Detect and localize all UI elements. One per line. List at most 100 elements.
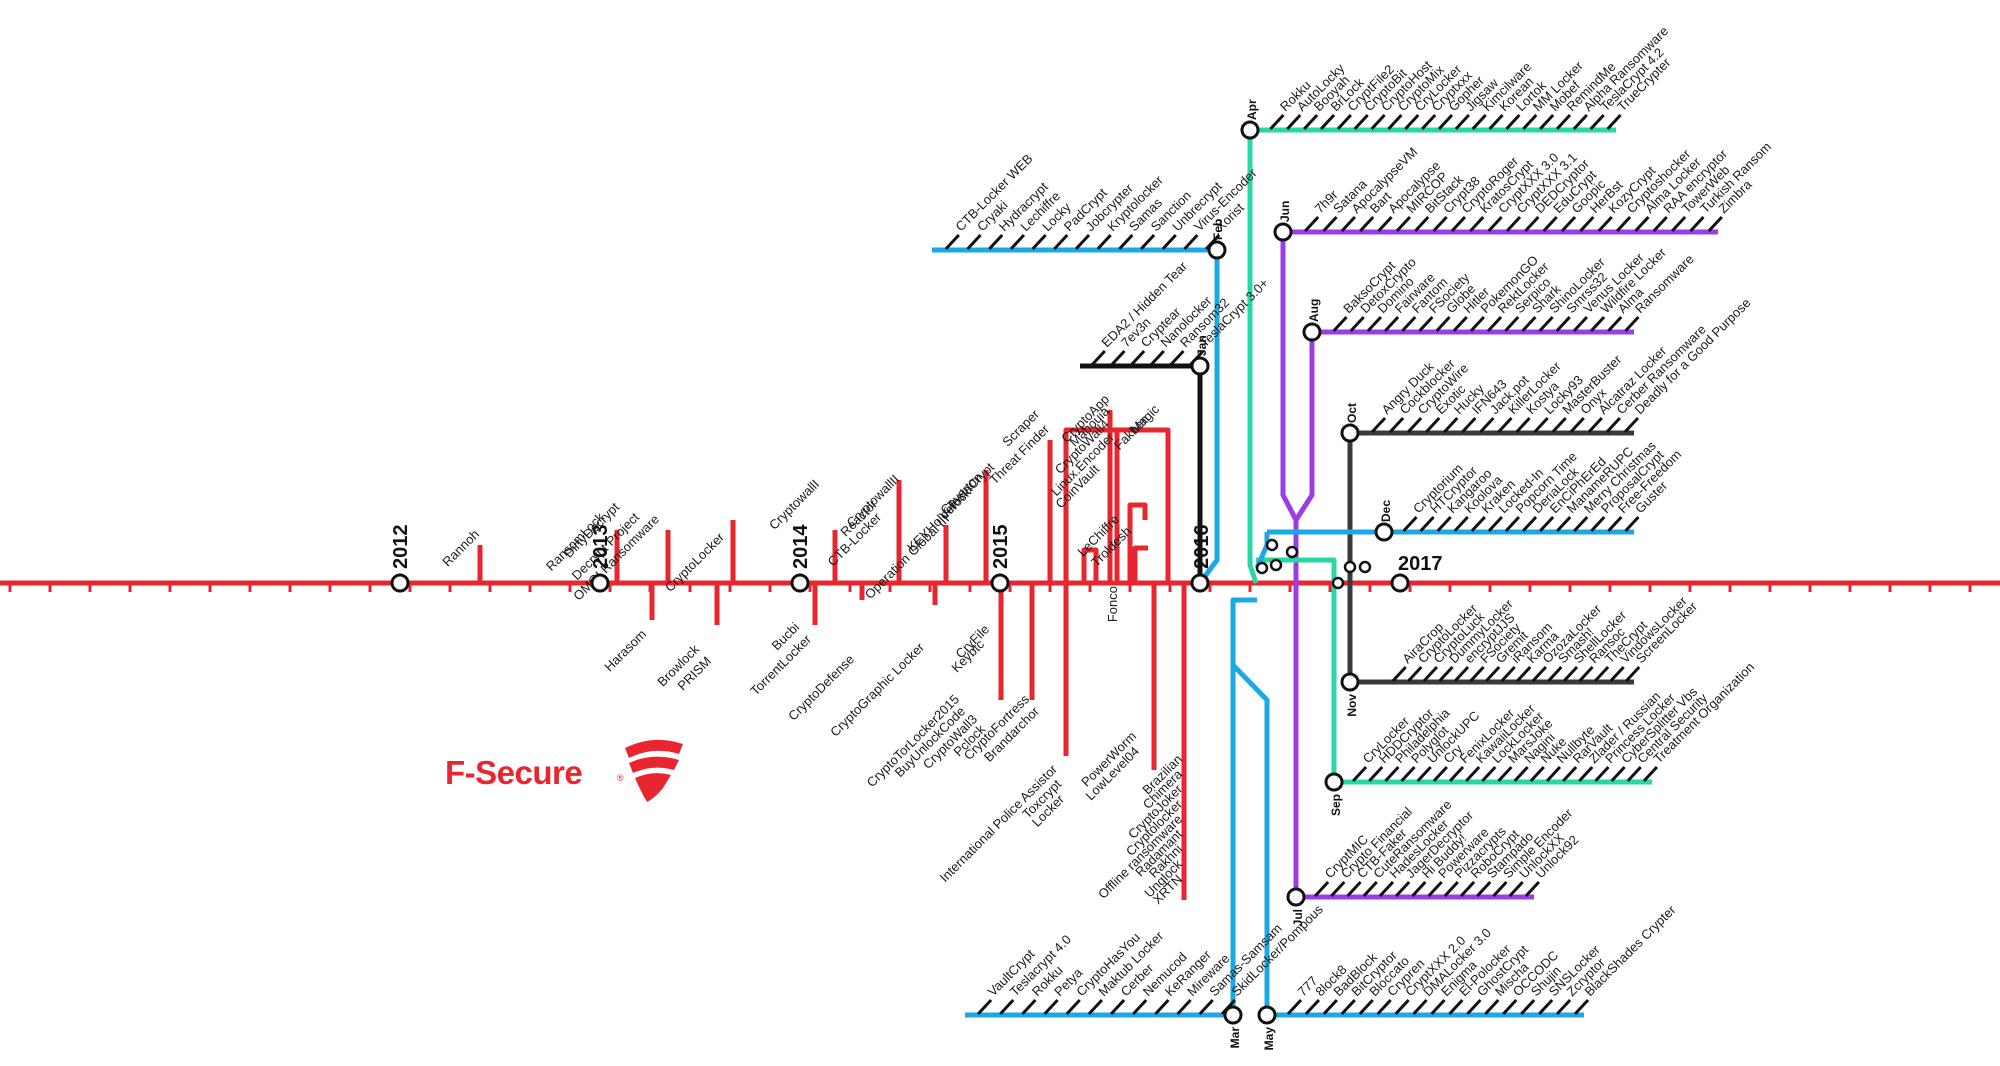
oct-tick: [1370, 416, 1387, 434]
year-label: 2012: [390, 525, 412, 570]
apr-tick: [1606, 113, 1622, 131]
jun-tick: [1615, 215, 1632, 233]
route-jun: [1280, 232, 1315, 523]
jun-tick: [1469, 215, 1485, 233]
may-tick: [1340, 998, 1356, 1016]
oct-tick: [1533, 416, 1549, 434]
aug-tick: [1383, 315, 1400, 333]
sep-tick: [1610, 765, 1626, 783]
may-tick: [1430, 998, 1446, 1016]
apr-tick: [1589, 113, 1605, 131]
jul-tick: [1411, 880, 1427, 898]
red-branch-label: CryptowallI: [766, 477, 822, 533]
year-label: 2013: [590, 525, 612, 570]
route-feb: [1197, 250, 1220, 585]
route-apr: [1247, 130, 1259, 584]
red-branch-label: Harasom: [601, 627, 649, 675]
feb-tick: [988, 233, 1004, 251]
dec-tick: [1487, 515, 1503, 533]
mar-tick: [1087, 998, 1104, 1016]
jul-tick: [1427, 880, 1443, 898]
oct-tick: [1515, 416, 1531, 434]
dec-tick: [1504, 515, 1521, 533]
may-tick: [1538, 998, 1554, 1016]
nov-tick: [1562, 665, 1579, 683]
month-station-feb: [1207, 240, 1227, 260]
sep-tick: [1416, 765, 1432, 783]
month-label: Mar: [1228, 1027, 1242, 1049]
feb-tick: [1009, 233, 1026, 251]
may-tick: [1358, 998, 1374, 1016]
may-tick: [1412, 998, 1428, 1016]
jul-tick: [1524, 880, 1540, 898]
apr-tick: [1303, 113, 1319, 131]
month-station-nov: [1340, 672, 1360, 692]
feb-tick: [1161, 233, 1177, 251]
sep-tick: [1562, 765, 1578, 783]
dec-tick: [1556, 515, 1572, 533]
jul-tick: [1508, 880, 1524, 898]
month-station-oct: [1340, 423, 1360, 443]
jul-tick: [1459, 880, 1476, 898]
feb-tick: [1074, 233, 1091, 251]
apr-tick: [1387, 113, 1403, 131]
jun-tick: [1505, 215, 1522, 233]
nov-tick: [1485, 665, 1501, 683]
feb-tick: [1096, 233, 1112, 251]
may-tick: [1394, 998, 1410, 1016]
red-branch-label: Fonco: [1105, 586, 1120, 622]
f-secure-logo-icon: [625, 739, 683, 802]
aug-tick: [1332, 315, 1348, 333]
nov-tick: [1500, 665, 1516, 683]
jun-tick: [1450, 215, 1467, 233]
oct-tick: [1443, 416, 1459, 434]
aug-tick: [1504, 315, 1520, 333]
month-label: Jul: [1291, 909, 1305, 926]
feb-tick: [1031, 233, 1047, 251]
aug-tick: [1624, 315, 1640, 333]
year-label: 2017: [1398, 553, 1443, 575]
sep-tick: [1578, 765, 1594, 783]
mar-tick: [1132, 998, 1148, 1016]
apr-tick: [1505, 113, 1521, 131]
month-label: Sep: [1329, 794, 1343, 816]
jun-tick: [1560, 215, 1577, 233]
jun-tick: [1689, 215, 1705, 233]
month-station-jun: [1273, 222, 1293, 242]
sep-tick: [1481, 765, 1497, 783]
month-label: Dec: [1379, 500, 1393, 522]
oct-tick: [1587, 416, 1603, 434]
dec-tick: [1436, 515, 1452, 533]
dec-tick: [1521, 515, 1538, 533]
oct-tick: [1497, 416, 1513, 434]
dec-tick: [1607, 515, 1623, 533]
month-label: Jan: [1195, 335, 1209, 356]
month-label: Nov: [1345, 694, 1359, 717]
dec-tick: [1402, 515, 1418, 533]
month-label: Aug: [1307, 299, 1321, 322]
mar-tick: [999, 998, 1015, 1016]
month-station-sep: [1324, 772, 1344, 792]
aug-tick: [1555, 315, 1571, 333]
apr-tick: [1319, 113, 1336, 131]
month-label: Jun: [1278, 201, 1292, 222]
year-label: 2014: [790, 524, 812, 569]
may-tick: [1304, 998, 1321, 1016]
feb-tick: [1053, 233, 1069, 251]
jun-tick: [1597, 215, 1613, 233]
month-label: Oct: [1345, 403, 1359, 423]
nov-tick: [1422, 665, 1439, 683]
nov-tick: [1609, 665, 1625, 683]
apr-tick: [1555, 113, 1572, 131]
apr-tick: [1488, 113, 1504, 131]
feb-tick: [1183, 233, 1199, 251]
oct-label: Cerber Ransomware: [1613, 322, 1708, 417]
mar-tick: [1176, 998, 1192, 1016]
aug-tick: [1486, 315, 1503, 333]
aug-tick: [1435, 315, 1451, 333]
jul-tick: [1330, 880, 1346, 898]
feb-tick: [1118, 233, 1134, 251]
apr-tick: [1437, 113, 1454, 131]
jun-tick: [1432, 215, 1448, 233]
